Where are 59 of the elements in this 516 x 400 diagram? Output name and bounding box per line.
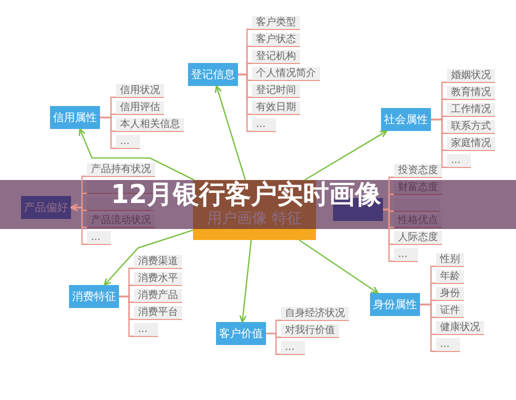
sub-topic: 联系方式 bbox=[447, 120, 495, 134]
sub-topic: 家庭情况 bbox=[447, 137, 495, 151]
sub-topic: ... bbox=[281, 341, 305, 355]
main-topic: 登记信息 bbox=[188, 63, 238, 86]
sub-topic: 消费平台 bbox=[134, 306, 182, 320]
main-topic: 身份属性 bbox=[370, 293, 420, 316]
sub-topic: 投资态度 bbox=[394, 164, 442, 178]
arrow bbox=[70, 204, 87, 245]
sub-topic: 婚姻状况 bbox=[447, 69, 495, 83]
arrow bbox=[304, 130, 388, 181]
sub-topic: 消费渠道 bbox=[134, 255, 182, 269]
sub-topic: 教育情况 bbox=[447, 86, 495, 100]
sub-topic: 信用状况 bbox=[116, 84, 164, 98]
sub-topic: 登记时间 bbox=[252, 84, 300, 98]
main-topic: 产品偏好 bbox=[21, 196, 71, 219]
sub-topic: 自身经济状况 bbox=[281, 307, 349, 321]
sub-topic: 有效日期 bbox=[252, 101, 300, 115]
sub-topic: 登记机构 bbox=[252, 50, 300, 64]
main-topic: 客户价值 bbox=[216, 322, 266, 345]
arrow bbox=[214, 85, 246, 180]
main-topic: 消费特征 bbox=[69, 285, 119, 308]
sub-topic: ... bbox=[447, 154, 471, 168]
connector-line bbox=[431, 118, 447, 168]
sub-topic: 消费产品 bbox=[134, 289, 182, 303]
sub-topic: ... bbox=[436, 338, 460, 352]
sub-topic: 客户状态 bbox=[252, 33, 300, 47]
sub-topic: 人际态度 bbox=[394, 231, 442, 246]
arrow bbox=[298, 239, 379, 294]
sub-topic: 工作情况 bbox=[447, 103, 495, 117]
sub-topic: 对我行价值 bbox=[281, 324, 339, 338]
banner-title: 12月银行客户实时画像 bbox=[110, 182, 382, 208]
sub-topic: 健康状况 bbox=[436, 321, 484, 335]
connector-line bbox=[420, 304, 436, 352]
sub-topic: 信用评估 bbox=[116, 101, 164, 115]
sub-topic: ... bbox=[252, 118, 276, 132]
connector-line bbox=[238, 74, 252, 132]
connector-line bbox=[100, 116, 116, 149]
sub-topic: ... bbox=[116, 135, 140, 149]
sub-topic: 产品持有状况 bbox=[87, 163, 155, 177]
sub-topic: ... bbox=[134, 323, 158, 337]
sub-topic: 身份 bbox=[436, 287, 464, 301]
arrow bbox=[239, 240, 252, 323]
sub-topic: ... bbox=[87, 231, 111, 245]
sub-topic: 年龄 bbox=[436, 270, 464, 284]
sub-topic: 个人情况简介 bbox=[252, 67, 320, 81]
main-topic: 信用属性 bbox=[50, 106, 100, 129]
sub-topic: ... bbox=[394, 248, 418, 262]
sub-topic: 客户类型 bbox=[252, 16, 300, 30]
sub-topic: 证件 bbox=[436, 304, 464, 318]
connector-line bbox=[119, 296, 134, 337]
arrow bbox=[104, 229, 194, 286]
sub-topic: 本人相关信息 bbox=[116, 118, 184, 132]
central-topic-label: 用户画像 特征 bbox=[207, 210, 302, 227]
arrow bbox=[78, 128, 194, 181]
sub-topic bbox=[394, 198, 440, 212]
connector-line bbox=[266, 332, 281, 355]
sub-topic: 性别 bbox=[436, 253, 464, 267]
main-topic: 社会属性 bbox=[381, 108, 431, 131]
sub-topic: 消费水平 bbox=[134, 272, 182, 286]
